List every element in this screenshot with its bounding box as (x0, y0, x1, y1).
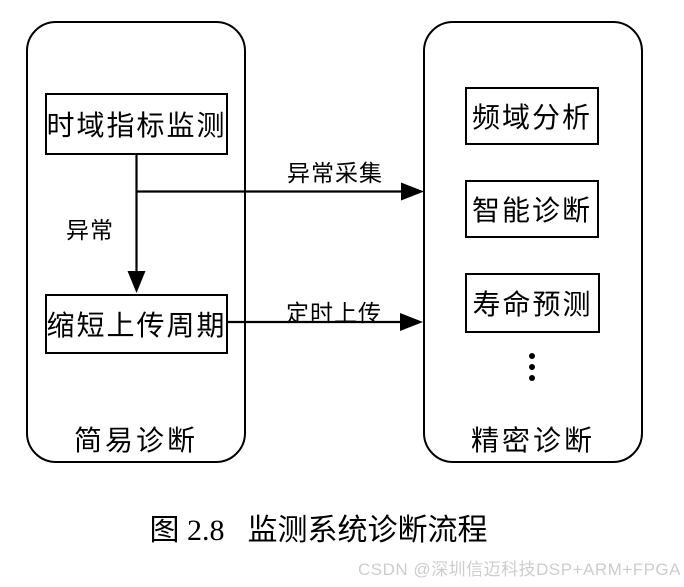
label-scheduled-upload: 定时上传 (286, 301, 382, 326)
simple-diagnosis-group (26, 21, 246, 463)
vertical-ellipsis-icon (529, 353, 535, 381)
label-abnormal-collection: 异常采集 (287, 161, 383, 186)
arrow-abnormal-down (127, 155, 146, 293)
precision-diagnosis-label: 精密诊断 (470, 426, 595, 457)
watermark-text: CSDN @深圳信迈科技DSP+ARM+FPGA (357, 560, 681, 579)
label-abnormal: 异常 (66, 218, 114, 243)
node-time-domain-monitoring: 时域指标监测 (45, 93, 228, 155)
simple-diagnosis-label: 简易诊断 (73, 426, 198, 457)
precision-diagnosis-group (423, 21, 643, 463)
figure-caption: 图 2.8 监测系统诊断流程 (0, 505, 637, 549)
node-intelligent-diagnosis: 智能诊断 (465, 180, 599, 238)
figure-caption-title: 监测系统诊断流程 (247, 514, 488, 547)
node-shorten-upload-cycle: 缩短上传周期 (45, 294, 228, 354)
node-life-prediction: 寿命预测 (465, 273, 600, 333)
node-frequency-domain-analysis: 频域分析 (465, 87, 599, 145)
arrow-scheduled-upload (228, 313, 423, 331)
figure-caption-number: 图 2.8 (149, 514, 225, 547)
arrow-abnormal-collection (136, 182, 424, 201)
